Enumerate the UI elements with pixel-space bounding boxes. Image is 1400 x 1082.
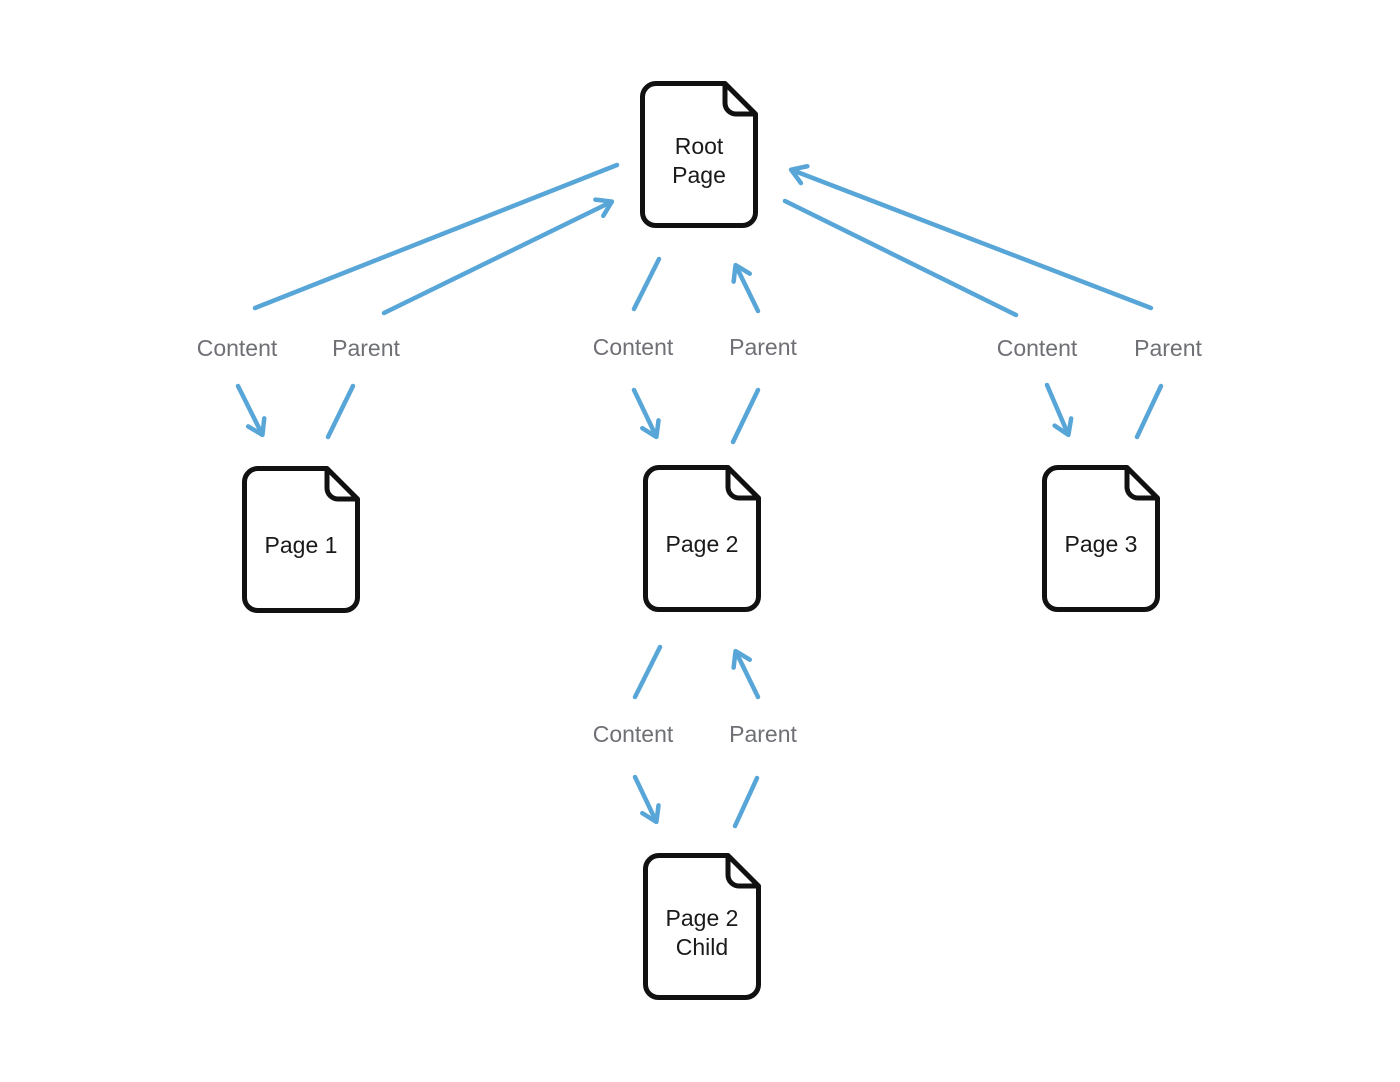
- edge-parent-child-to-page2-lower-line: [732, 775, 760, 829]
- node-page-2-child: Page 2 Child: [643, 853, 761, 1000]
- edge-parent-page2-to-root-arrow: [731, 262, 761, 314]
- node-root-page-label: Root Page: [672, 132, 726, 188]
- node-label-wrap: Page 2 Child: [643, 853, 761, 1000]
- edge-content-root-to-page1-arrow: [235, 383, 267, 438]
- node-label-wrap: Page 3: [1042, 465, 1160, 612]
- edge-content-page2-to-child-upper-line: [632, 644, 663, 700]
- node-page-2-child-label: Page 2 Child: [665, 904, 739, 960]
- edge-label-parent-page3-root: Parent: [1134, 335, 1202, 361]
- edge-label-parent-page1-root: Parent: [332, 335, 400, 361]
- edge-label-content-page2-child: Content: [592, 721, 674, 747]
- edge-parent-page1-to-root-arrow: [381, 197, 615, 316]
- node-label-wrap: Page 2: [643, 465, 761, 612]
- edge-label-parent-page2-root: Parent: [729, 334, 797, 360]
- edge-parent-page1-to-root-lower-line: [325, 383, 356, 440]
- edge-label-content-root-page1: Content: [196, 335, 278, 361]
- edge-label-content-root-page2: Content: [592, 334, 674, 360]
- node-page-3-label: Page 3: [1064, 531, 1138, 557]
- edge-content-root-to-page3-arrow: [1044, 382, 1074, 438]
- edge-parent-child-to-page2-arrow: [731, 648, 761, 700]
- edge-parent-page2-to-root-lower-line: [730, 387, 761, 445]
- edge-label-parent-child-page2: Parent: [729, 721, 797, 747]
- edge-content-root-to-page1-upper-line: [252, 162, 620, 311]
- edge-parent-page3-to-root-lower-line: [1134, 383, 1164, 440]
- node-page-3: Page 3: [1042, 465, 1160, 612]
- node-page-2: Page 2: [643, 465, 761, 612]
- edge-label-content-root-page3: Content: [996, 335, 1078, 361]
- edge-content-root-to-page3-upper-line: [782, 198, 1019, 318]
- node-page-1-label: Page 1: [264, 532, 338, 558]
- node-root-page: Root Page: [640, 81, 758, 228]
- node-page-2-label: Page 2: [665, 531, 739, 557]
- node-label-wrap: Page 1: [242, 466, 360, 613]
- node-page-1: Page 1: [242, 466, 360, 613]
- edge-content-page2-to-child-arrow: [632, 774, 661, 825]
- edge-parent-page3-to-root-arrow: [788, 164, 1154, 311]
- node-label-wrap: Root Page: [640, 81, 758, 228]
- edge-content-root-to-page2-arrow: [631, 387, 661, 440]
- edge-content-root-to-page2-upper-line: [631, 256, 662, 312]
